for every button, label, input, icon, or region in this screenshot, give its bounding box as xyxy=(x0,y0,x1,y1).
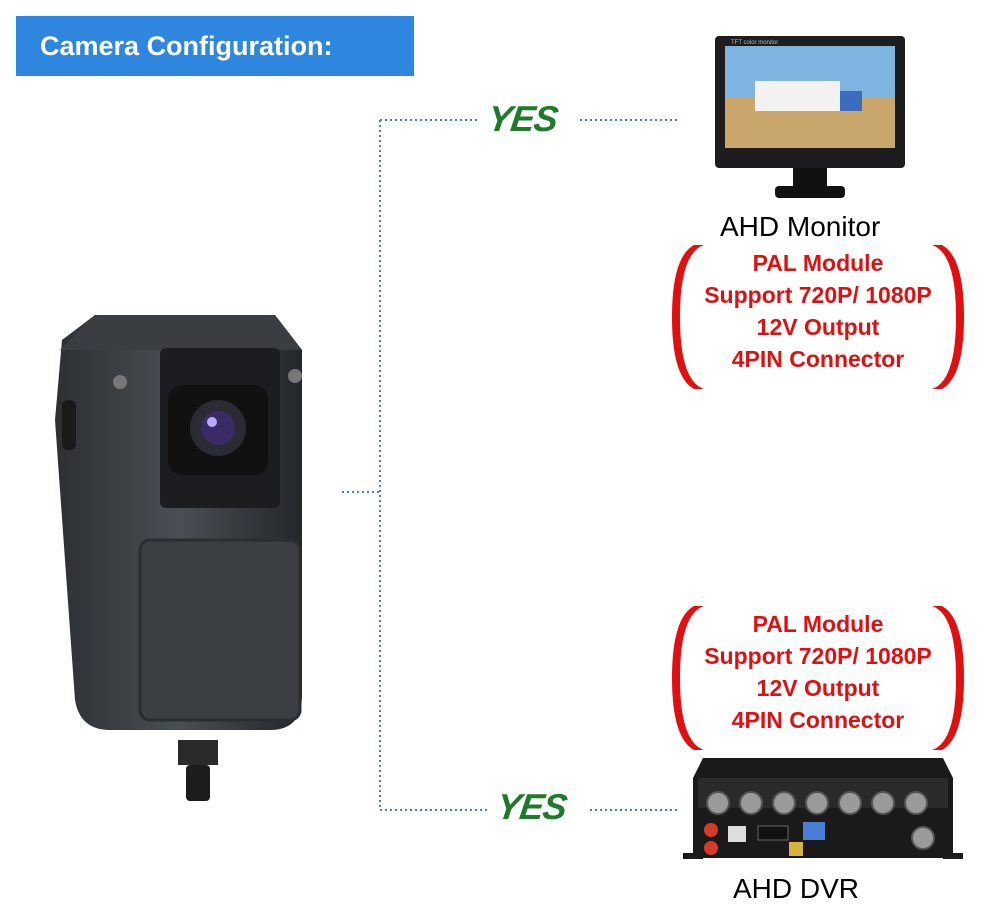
spec-box-monitor: PAL Module Support 720P/ 1080P 12V Outpu… xyxy=(672,243,964,391)
spec-line: Support 720P/ 1080P xyxy=(704,282,932,308)
right-bracket-icon xyxy=(932,245,964,389)
spec-line: 12V Output xyxy=(756,675,880,701)
yes-label-dvr: YES xyxy=(494,786,569,827)
left-bracket-icon xyxy=(672,245,704,389)
spec-line: 4PIN Connector xyxy=(731,346,905,372)
monitor-screen-text: TFT color monitor xyxy=(731,40,778,46)
spec-line: 4PIN Connector xyxy=(731,707,905,733)
dvr-label: AHD DVR xyxy=(733,873,860,904)
monitor-label: AHD Monitor xyxy=(720,211,881,242)
dvr-icon xyxy=(683,758,963,859)
spec-line: PAL Module xyxy=(752,250,884,276)
page-title: Camera Configuration: xyxy=(40,30,333,61)
camera-icon xyxy=(55,315,302,801)
left-bracket-icon xyxy=(672,606,704,750)
spec-box-dvr: PAL Module Support 720P/ 1080P 12V Outpu… xyxy=(672,604,964,752)
right-bracket-icon xyxy=(932,606,964,750)
spec-line: PAL Module xyxy=(752,611,884,637)
spec-line: Support 720P/ 1080P xyxy=(704,643,932,669)
spec-line: 12V Output xyxy=(756,314,880,340)
monitor-icon: TFT color monitor xyxy=(715,36,905,198)
title-banner: Camera Configuration: xyxy=(16,16,414,76)
yes-label-monitor: YES xyxy=(485,98,560,139)
